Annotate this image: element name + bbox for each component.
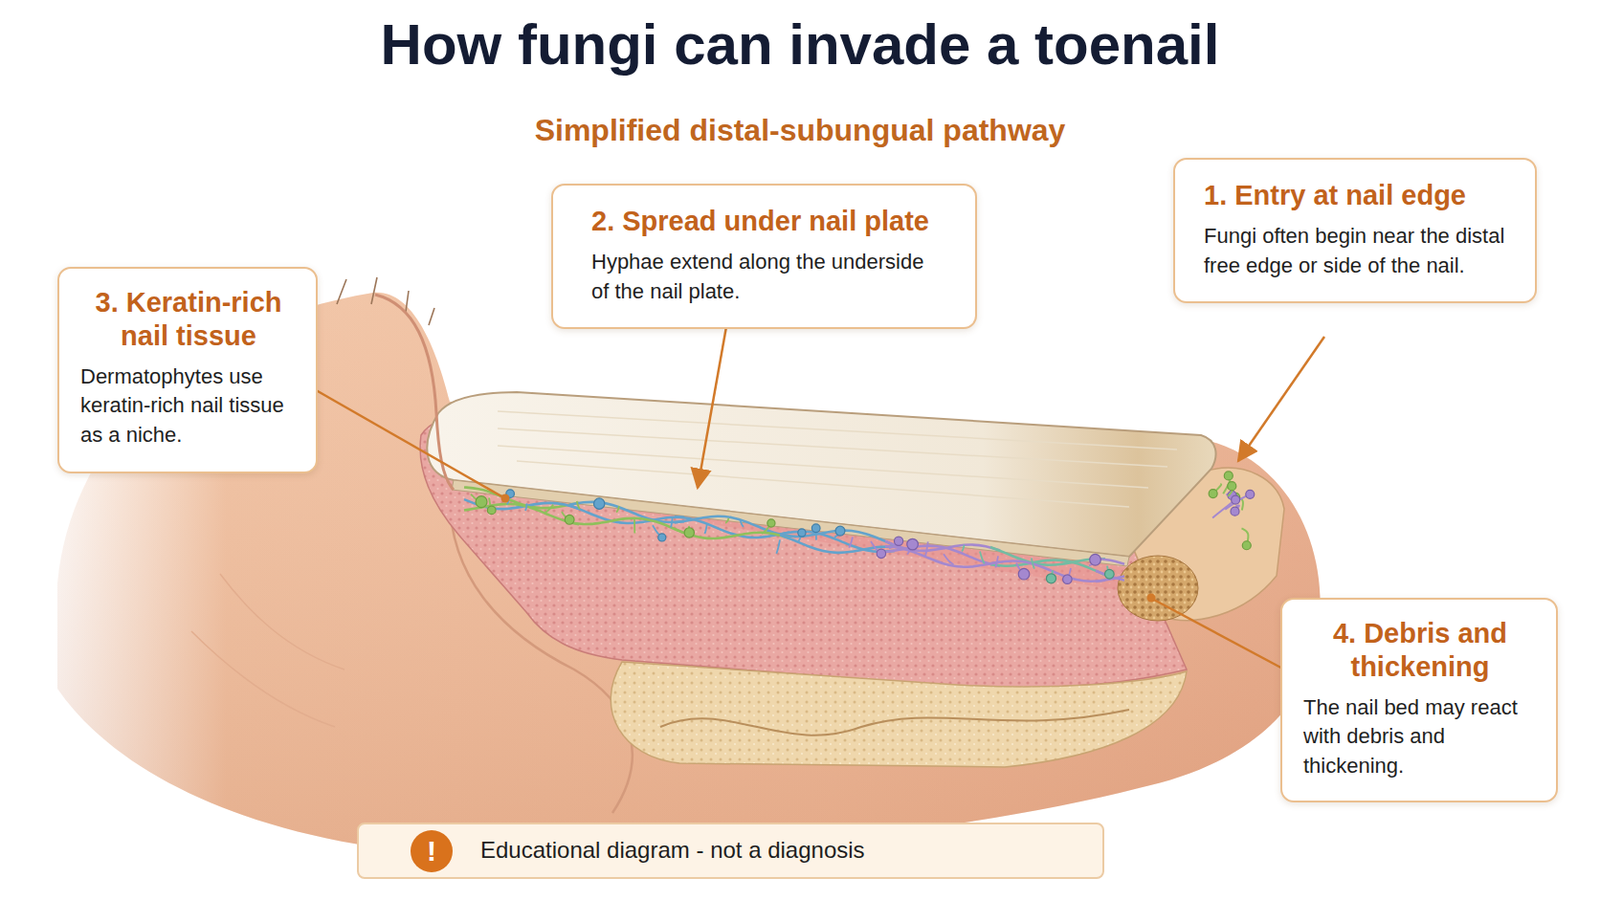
spore bbox=[1227, 482, 1237, 491]
spore bbox=[1242, 541, 1251, 551]
nail-fold bbox=[375, 294, 454, 490]
callout-body: Hyphae extend along the underside of the… bbox=[591, 247, 947, 308]
callout-heading: 1. Entry at nail edge bbox=[1203, 178, 1507, 213]
spore bbox=[594, 498, 605, 510]
hypha-branch bbox=[776, 539, 780, 554]
fungal-hyphae bbox=[464, 471, 1255, 585]
nail-plate-edge bbox=[451, 480, 1130, 567]
spore bbox=[1018, 568, 1030, 580]
nail-streaks bbox=[497, 411, 1178, 508]
spore bbox=[767, 519, 776, 528]
toe-skin bbox=[57, 292, 1321, 859]
hypha-branch bbox=[739, 519, 744, 528]
spore bbox=[475, 496, 488, 509]
diagram-title: How fungi can invade a toenail bbox=[0, 13, 1600, 77]
spore bbox=[1231, 495, 1241, 505]
callout-body: The nail bed may react with debris and t… bbox=[1303, 693, 1537, 782]
toe-shading bbox=[57, 292, 1321, 859]
skin-crease bbox=[191, 574, 345, 728]
hypha-branch bbox=[543, 505, 554, 514]
hypha bbox=[779, 534, 895, 554]
callout-box: 1. Entry at nail edgeFungi often begin n… bbox=[1173, 157, 1537, 304]
hypha-branch bbox=[995, 555, 999, 568]
hypha-branch bbox=[670, 517, 673, 529]
hypha-branch bbox=[633, 519, 636, 534]
spore bbox=[658, 533, 667, 542]
hypha bbox=[885, 546, 1000, 568]
hypha-branch bbox=[704, 523, 708, 534]
spore bbox=[893, 536, 903, 546]
callout-body: Fungi often begin near the distal free e… bbox=[1203, 222, 1507, 282]
leader-dot bbox=[1147, 594, 1156, 603]
bone-line bbox=[660, 710, 1130, 736]
hypha-branch bbox=[943, 554, 955, 565]
callout-box: 4. Debris and thickeningThe nail bed may… bbox=[1280, 598, 1558, 803]
spore bbox=[1230, 507, 1240, 516]
leader-line bbox=[311, 387, 504, 498]
hypha-branch bbox=[616, 506, 620, 513]
callout-heading: 2. Spread under nail plate bbox=[591, 204, 947, 239]
subungual-debris bbox=[1117, 555, 1199, 622]
warning-circle-fill bbox=[410, 830, 453, 873]
spore bbox=[1245, 489, 1255, 499]
callout-heading: 4. Debris and thickening bbox=[1303, 617, 1537, 685]
hypha-branch bbox=[725, 518, 730, 524]
warning-icon: ! bbox=[409, 829, 454, 874]
hypha bbox=[569, 518, 685, 534]
spore bbox=[1063, 575, 1073, 585]
leader-line bbox=[1238, 336, 1325, 462]
spore bbox=[907, 538, 919, 551]
spore bbox=[811, 524, 821, 534]
spore bbox=[1045, 574, 1056, 584]
warning-mark: ! bbox=[409, 829, 454, 874]
leader-line bbox=[1152, 599, 1289, 672]
spore bbox=[1104, 569, 1114, 579]
hypha-branch bbox=[1031, 557, 1035, 569]
hypha-branch bbox=[525, 503, 528, 512]
toe-hair bbox=[336, 277, 435, 326]
spore bbox=[564, 514, 575, 525]
hypha-branch bbox=[925, 541, 929, 556]
hypha-branch bbox=[979, 552, 985, 565]
spore bbox=[684, 528, 694, 538]
spore bbox=[835, 526, 845, 536]
disclaimer-box: Educational diagram - not a diagnosis! bbox=[356, 822, 1105, 880]
leader-dot bbox=[501, 494, 511, 504]
diagram-subtitle: Simplified distal-subungual pathway bbox=[0, 112, 1600, 149]
spore bbox=[1208, 489, 1218, 499]
hypha-branch bbox=[577, 501, 580, 510]
leader-line bbox=[697, 321, 728, 489]
callout-body: Dermatophytes use keratin-rich nail tiss… bbox=[80, 362, 297, 451]
spore bbox=[798, 529, 806, 537]
hypha-branch bbox=[848, 537, 853, 549]
spore bbox=[876, 549, 886, 558]
callout-box: 3. Keratin-rich nail tissueDermatophytes… bbox=[57, 266, 318, 474]
callout-heading: 3. Keratin-rich nail tissue bbox=[80, 286, 297, 354]
spore bbox=[487, 506, 496, 515]
hypha-branch bbox=[961, 545, 965, 553]
callout-box: 2. Spread under nail plateHyphae extend … bbox=[551, 183, 978, 330]
spore bbox=[1089, 554, 1102, 566]
hypha bbox=[885, 546, 1000, 567]
bone-section bbox=[610, 662, 1187, 768]
hypha bbox=[569, 505, 685, 524]
note-text: Educational diagram - not a diagnosis bbox=[480, 837, 866, 866]
spore bbox=[1223, 471, 1233, 481]
